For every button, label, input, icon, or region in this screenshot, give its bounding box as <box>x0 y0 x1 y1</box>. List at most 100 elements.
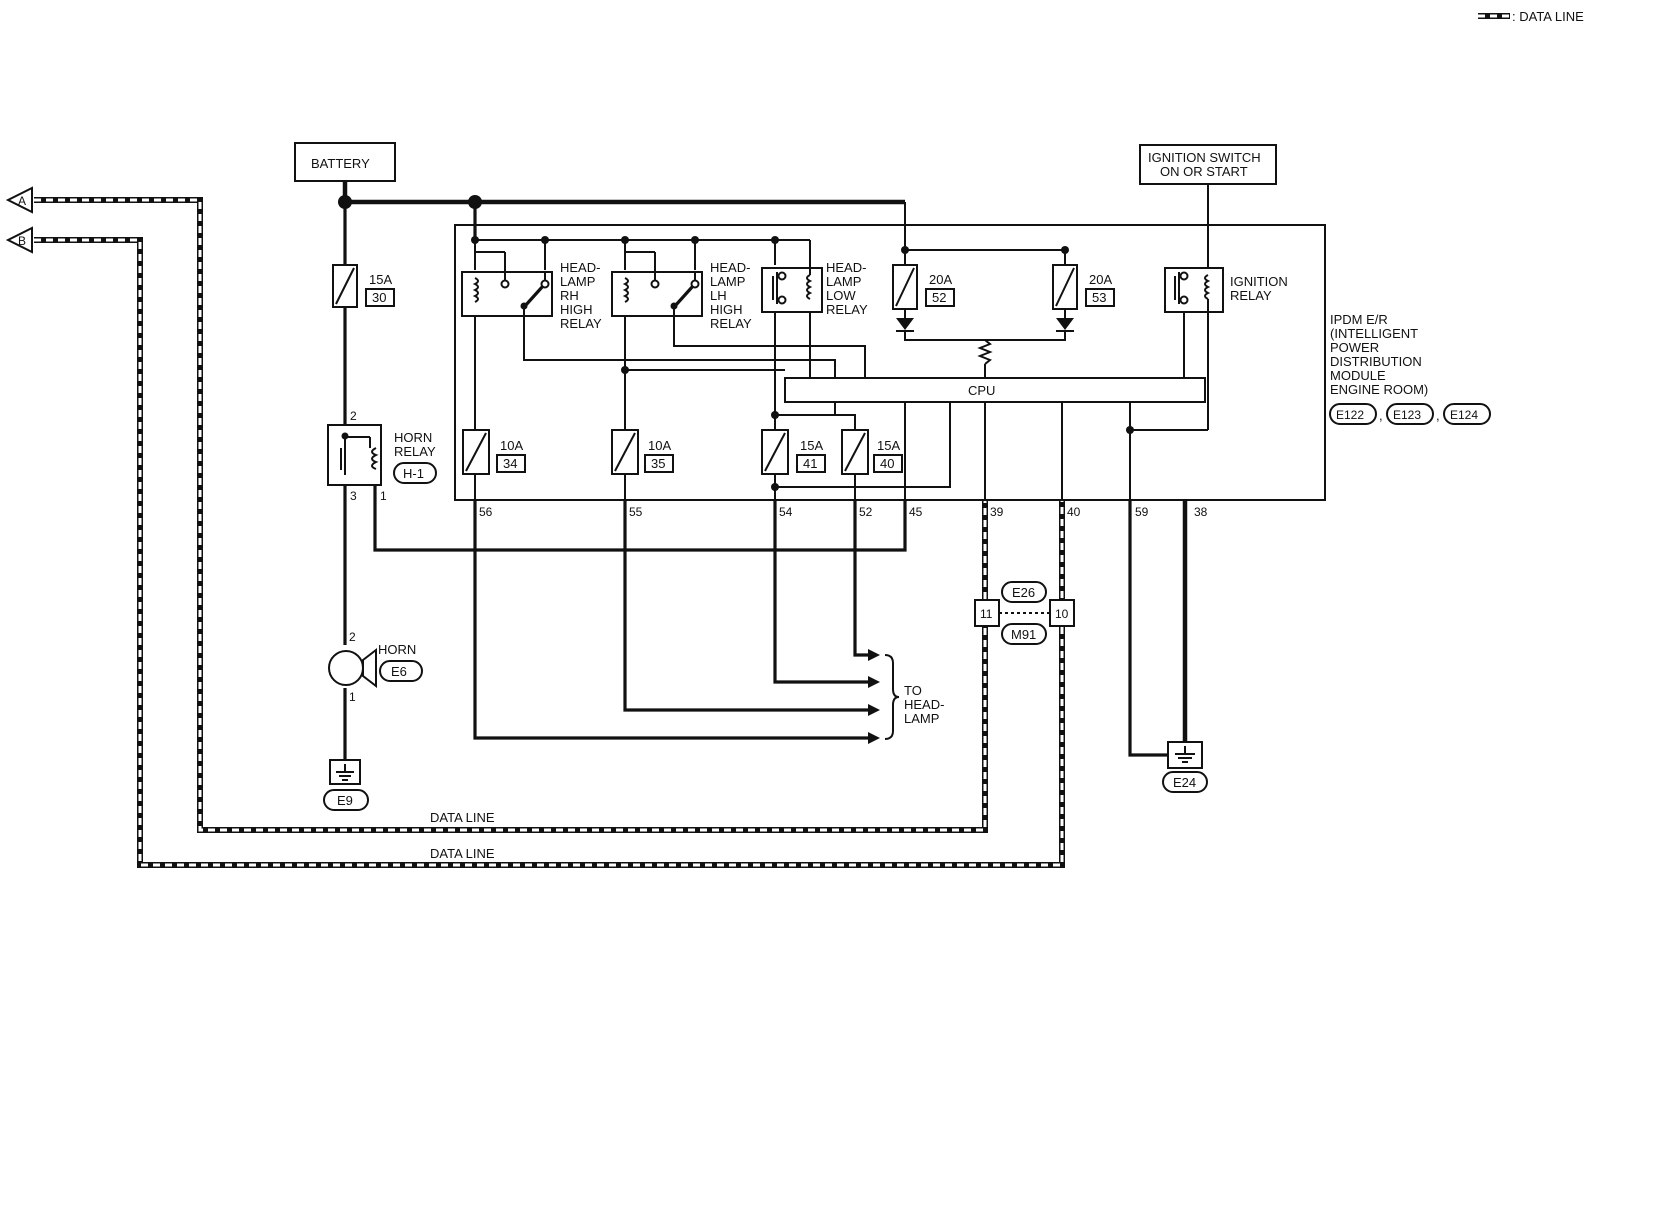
legend-label: : DATA LINE <box>1512 9 1584 24</box>
ipdm-er-module <box>454 224 1326 501</box>
fuse-41-number: 41 <box>803 456 817 471</box>
fuse-41-rating: 15A <box>800 438 823 453</box>
svg-text:45: 45 <box>909 505 923 519</box>
svg-text:RELAY: RELAY <box>826 302 868 317</box>
fuse-35-rating: 10A <box>648 438 671 453</box>
fuse-52-number: 52 <box>932 290 946 305</box>
to-headlamp-label: TO HEAD- LAMP <box>904 683 944 726</box>
data-line-label-a: DATA LINE <box>430 810 495 825</box>
headlamp-rh-high-relay: HEAD- LAMP RH HIGH RELAY <box>461 251 602 331</box>
horn-relay: 2 3 1 HORN RELAY H-1 <box>327 409 437 503</box>
fuse-40-rating: 15A <box>877 438 900 453</box>
horn-code: E6 <box>391 664 407 679</box>
ipdm-pin-labels: 56 55 54 52 45 39 40 59 38 <box>479 505 1208 519</box>
data-line-b <box>34 237 1065 868</box>
svg-text:38: 38 <box>1194 505 1208 519</box>
fuse-34-rating: 10A <box>500 438 523 453</box>
battery-label: BATTERY <box>311 156 370 171</box>
svg-text:LOW: LOW <box>826 288 856 303</box>
svg-text:LAMP: LAMP <box>826 274 861 289</box>
horn-relay-label-2: RELAY <box>394 444 436 459</box>
fuse-30-number: 30 <box>372 290 386 305</box>
fuse-40-number: 40 <box>880 456 894 471</box>
svg-text:ON OR START: ON OR START <box>1160 164 1248 179</box>
connector-b-flag: B <box>5 226 33 254</box>
fuse-40: 15A 40 <box>841 429 903 475</box>
junction-code-bottom: M91 <box>1011 627 1036 642</box>
connector-a-flag: A <box>5 186 33 214</box>
svg-text:,: , <box>1379 408 1383 423</box>
fuse-35: 10A 35 <box>611 429 674 475</box>
connector-b-label: B <box>18 234 26 248</box>
horn-relay-pin-3: 3 <box>350 489 357 503</box>
fuse-30-rating: 15A <box>369 272 392 287</box>
svg-text:IGNITION: IGNITION <box>1230 274 1288 289</box>
svg-text:52: 52 <box>859 505 873 519</box>
svg-text:LH: LH <box>710 288 727 303</box>
svg-text:RELAY: RELAY <box>560 316 602 331</box>
svg-text:RELAY: RELAY <box>710 316 752 331</box>
cpu: CPU <box>784 377 1206 403</box>
ground-ipdm: E24 <box>1162 741 1208 793</box>
svg-text:40: 40 <box>1067 505 1081 519</box>
cpu-label: CPU <box>968 383 995 398</box>
connector-a-label: A <box>18 194 26 208</box>
horn-relay-code: H-1 <box>403 466 424 481</box>
fuse-53-rating: 20A <box>1089 272 1112 287</box>
ipdm-connector-e122: E122 <box>1336 408 1364 422</box>
svg-text:HEAD-: HEAD- <box>826 260 866 275</box>
junction-code-top: E26 <box>1012 585 1035 600</box>
ground-horn: E9 <box>323 759 369 811</box>
svg-text:59: 59 <box>1135 505 1149 519</box>
fuse-52: 20A 52 <box>892 250 955 332</box>
svg-text:MODULE: MODULE <box>1330 368 1386 383</box>
svg-text:HIGH: HIGH <box>710 302 743 317</box>
horn-label: HORN <box>378 642 416 657</box>
ipdm-connector-e123: E123 <box>1393 408 1421 422</box>
svg-text:56: 56 <box>479 505 493 519</box>
fuse-53-number: 53 <box>1092 290 1106 305</box>
svg-text:POWER: POWER <box>1330 340 1379 355</box>
svg-text:HIGH: HIGH <box>560 302 593 317</box>
svg-text:IGNITION SWITCH: IGNITION SWITCH <box>1148 150 1261 165</box>
horn-pin-bottom: 1 <box>349 690 356 704</box>
svg-text:HEAD-: HEAD- <box>904 697 944 712</box>
ignition-relay: IGNITION RELAY <box>1164 267 1288 313</box>
data-line-a <box>34 197 988 833</box>
svg-text:TO: TO <box>904 683 922 698</box>
battery: BATTERY <box>294 142 396 182</box>
fuse-30: 15A 30 <box>332 264 395 308</box>
horn-relay-pin-1: 1 <box>380 489 387 503</box>
fuse-53: 20A 53 <box>1052 250 1115 332</box>
svg-text:DISTRIBUTION: DISTRIBUTION <box>1330 354 1422 369</box>
svg-text:10: 10 <box>1055 607 1069 621</box>
ignition-switch: IGNITION SWITCH ON OR START <box>1139 144 1277 185</box>
fuse-34: 10A 34 <box>462 429 526 475</box>
svg-text:,: , <box>1436 408 1440 423</box>
ipdm-connector-e124: E124 <box>1450 408 1478 422</box>
ipdm-label: IPDM E/R (INTELLIGENT POWER DISTRIBUTION… <box>1329 312 1491 425</box>
horn: 2 1 HORN E6 <box>328 630 423 704</box>
fuse-34-number: 34 <box>503 456 517 471</box>
ground-horn-code: E9 <box>337 793 353 808</box>
horn-pin-top: 2 <box>349 630 356 644</box>
svg-text:55: 55 <box>629 505 643 519</box>
horn-relay-pin-2: 2 <box>350 409 357 423</box>
svg-text:(INTELLIGENT: (INTELLIGENT <box>1330 326 1418 341</box>
svg-text:IPDM E/R: IPDM E/R <box>1330 312 1388 327</box>
svg-text:LAMP: LAMP <box>904 711 939 726</box>
svg-text:HEAD-: HEAD- <box>560 260 600 275</box>
svg-text:11: 11 <box>980 607 993 621</box>
headlamp-low-relay: HEAD- LAMP LOW RELAY <box>761 240 868 317</box>
svg-text:LAMP: LAMP <box>560 274 595 289</box>
svg-text:LAMP: LAMP <box>710 274 745 289</box>
svg-text:54: 54 <box>779 505 793 519</box>
svg-text:RELAY: RELAY <box>1230 288 1272 303</box>
legend: : DATA LINE <box>1478 9 1584 24</box>
data-line-label-b: DATA LINE <box>430 846 495 861</box>
ground-ipdm-code: E24 <box>1173 775 1196 790</box>
svg-text:ENGINE ROOM): ENGINE ROOM) <box>1330 382 1428 397</box>
fuse-41: 15A 41 <box>761 429 826 475</box>
svg-text:39: 39 <box>990 505 1004 519</box>
